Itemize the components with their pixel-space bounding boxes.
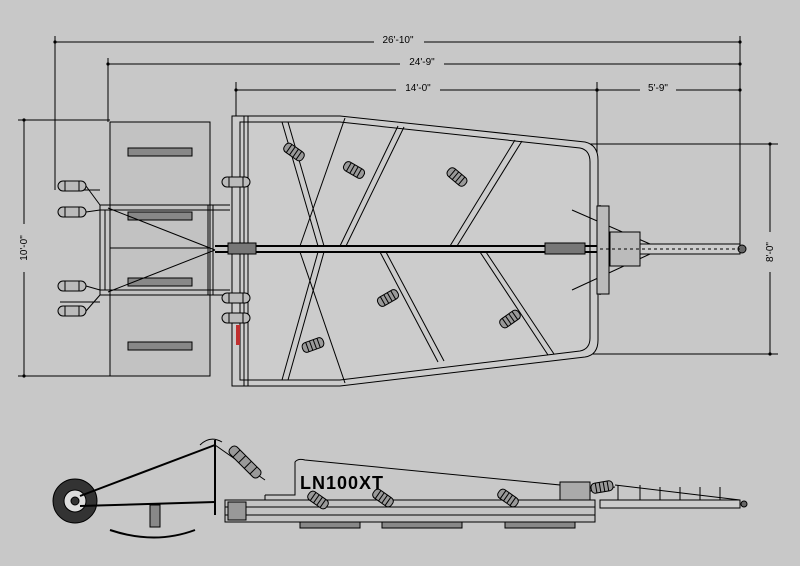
rear-wheel-frame (57, 180, 230, 317)
top-view (57, 115, 747, 387)
rear-wheel (52, 478, 98, 524)
tongue-length-label: 5'-9" (648, 83, 668, 94)
deck-length-label: 14'-0" (405, 83, 431, 94)
rear-roller-panels (109, 121, 211, 377)
frame-length-label: 24'-9" (409, 57, 435, 68)
deck-hinges (221, 176, 251, 345)
overall-length-label: 26'-10" (382, 35, 413, 46)
tongue (571, 205, 747, 295)
side-view (52, 438, 748, 539)
model-label: LN100XT (300, 473, 384, 493)
dimension-labels: 26'-10" 24'-9" 14'-0" 5'-9" 10'-0" 8'-0" (14, 33, 780, 272)
overall-width-label: 10'-0" (19, 235, 30, 261)
deck-width-label: 8'-0" (765, 242, 776, 262)
main-deck (215, 115, 600, 387)
